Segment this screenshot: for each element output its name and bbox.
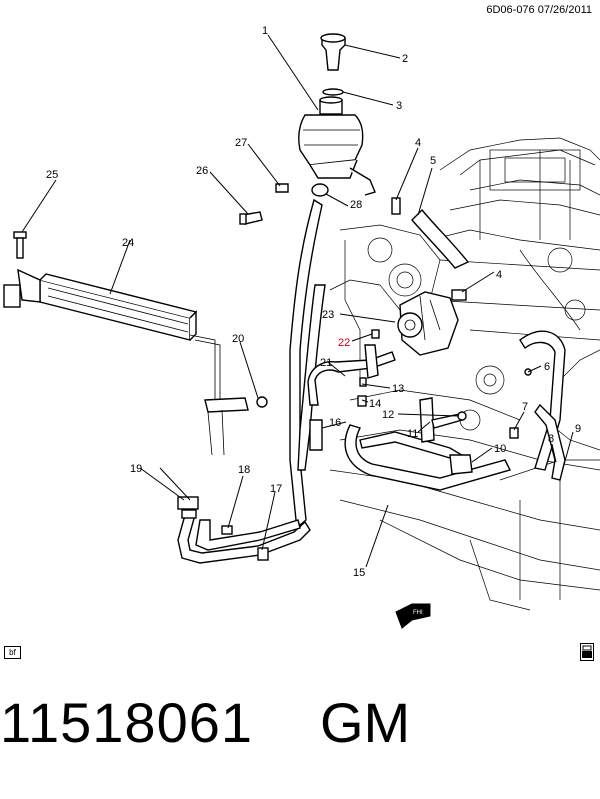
callout-7: 7 bbox=[522, 401, 528, 413]
callout-11: 11 bbox=[407, 428, 418, 440]
callout-1: 1 bbox=[262, 25, 268, 37]
callout-26: 26 bbox=[196, 165, 208, 177]
part-number: 11518061 bbox=[0, 691, 253, 754]
front-label: FHI bbox=[413, 610, 423, 616]
cooler-24 bbox=[3, 268, 221, 400]
callout-8: 8 bbox=[548, 433, 554, 445]
callout-21: 21 bbox=[320, 357, 332, 369]
brackets bbox=[357, 197, 532, 443]
callout-3: 3 bbox=[396, 100, 402, 112]
reservoir-assembly bbox=[298, 33, 376, 196]
callout-28: 28 bbox=[350, 199, 362, 211]
callout-22: 22 bbox=[338, 337, 350, 349]
leader-lines bbox=[21, 34, 574, 568]
callout-17: 17 bbox=[270, 483, 282, 495]
callout-labels: 1 2 3 4 5 4 6 7 8 9 10 11 12 13 14 15 16… bbox=[46, 25, 581, 579]
view-code-box: bf bbox=[4, 646, 21, 659]
callout-19: 19 bbox=[130, 463, 142, 475]
diagram-code: 6D06-076 bbox=[486, 4, 535, 16]
return-lines bbox=[307, 330, 566, 491]
callout-10: 10 bbox=[494, 443, 506, 455]
callout-13: 13 bbox=[392, 383, 404, 395]
hose-5 bbox=[411, 208, 470, 269]
engine-outline bbox=[329, 137, 600, 611]
line-17 bbox=[177, 496, 311, 564]
clamp-20 bbox=[204, 396, 268, 535]
lock-icon bbox=[580, 643, 594, 661]
bolt-25 bbox=[13, 231, 27, 259]
callout-20: 20 bbox=[232, 333, 244, 345]
callout-27: 27 bbox=[235, 137, 247, 149]
callout-25: 25 bbox=[46, 169, 58, 181]
diagram-reference: 6D06-076 07/26/2011 bbox=[486, 4, 592, 16]
callout-4b: 4 bbox=[496, 269, 502, 281]
callout-18: 18 bbox=[238, 464, 250, 476]
callout-24: 24 bbox=[122, 237, 134, 249]
callout-4a: 4 bbox=[415, 137, 421, 149]
callout-5: 5 bbox=[430, 155, 436, 167]
callout-6: 6 bbox=[544, 361, 550, 373]
callout-16: 16 bbox=[329, 417, 341, 429]
callout-2: 2 bbox=[402, 53, 408, 65]
pump-23 bbox=[397, 291, 459, 356]
callout-12: 12 bbox=[382, 409, 394, 421]
front-direction-icon: FHI bbox=[395, 603, 431, 629]
callout-14: 14 bbox=[369, 398, 381, 410]
diagram-date: 07/26/2011 bbox=[537, 4, 592, 16]
fasteners-26-27-28 bbox=[239, 183, 329, 225]
callout-23: 23 bbox=[322, 309, 334, 321]
callout-9: 9 bbox=[575, 423, 581, 435]
callout-15: 15 bbox=[353, 567, 365, 579]
brand-name: GM bbox=[320, 691, 411, 754]
